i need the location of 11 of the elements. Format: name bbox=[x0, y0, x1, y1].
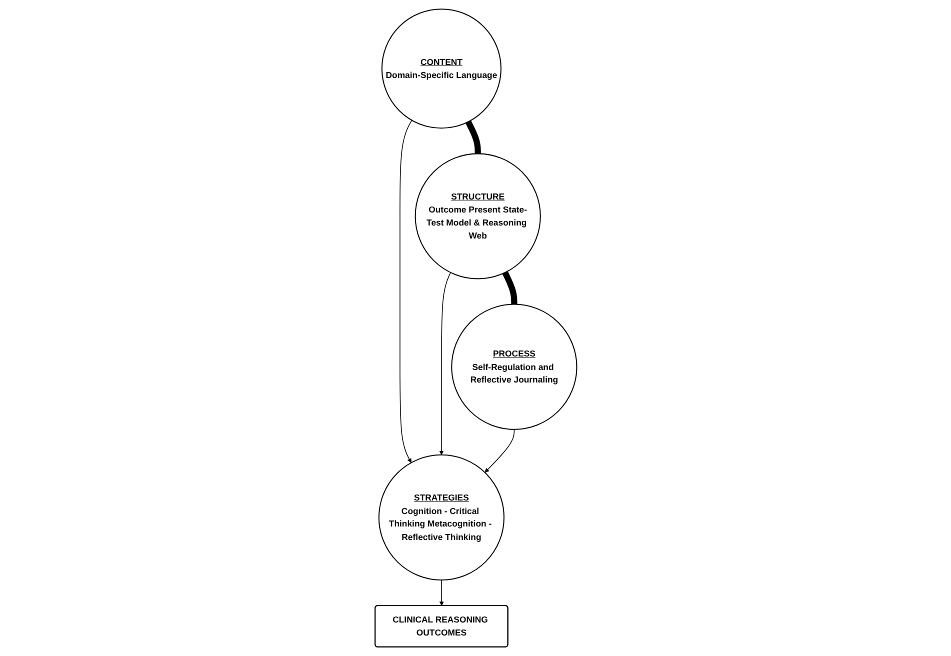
node-circle bbox=[414, 153, 540, 280]
flowchart: CONTENT Domain-Specific Language STRUCTURE Outcome Present State-Test Model & Reasoning Web PROCESS Self-Regulation and Reflective Journaling STRATEGIES Cognition - Critical Thinking Metacognition - Reflective Thinking CLINICAL REASONING OUTCOMES bbox=[370, 5, 580, 651]
connector bbox=[502, 271, 517, 306]
arrow bbox=[484, 429, 514, 473]
arrow bbox=[399, 120, 412, 463]
connector bbox=[465, 120, 480, 155]
node-circle bbox=[378, 454, 504, 581]
node-circle bbox=[450, 304, 577, 430]
arrow bbox=[438, 580, 444, 606]
arrow bbox=[438, 272, 451, 456]
node-circle bbox=[381, 8, 502, 129]
